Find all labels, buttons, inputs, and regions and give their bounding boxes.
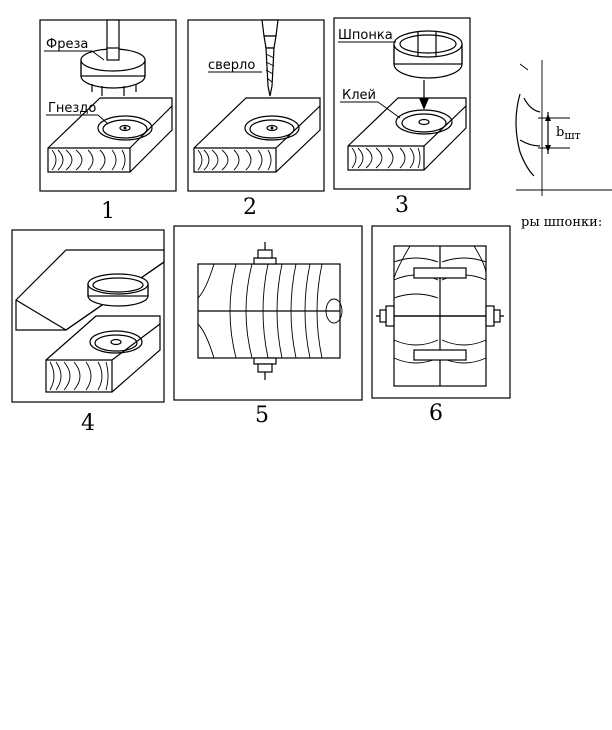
side-detail-fragment: bшт ры шпонки: bbox=[515, 60, 612, 230]
step-number-2: 2 bbox=[243, 195, 257, 220]
label-socket: Гнездо bbox=[48, 101, 96, 116]
side-dimension-label: bшт bbox=[556, 125, 581, 142]
side-dimension-letter: b bbox=[556, 125, 564, 140]
panel-1-milling: Фреза Гнездо bbox=[39, 19, 177, 192]
step-number-5: 5 bbox=[255, 403, 269, 428]
step-number-6: 6 bbox=[429, 401, 443, 426]
step-number-3: 3 bbox=[395, 193, 409, 218]
label-glue: Клей bbox=[342, 88, 376, 103]
side-caption: ры шпонки: bbox=[521, 215, 602, 230]
label-mill: Фреза bbox=[46, 37, 88, 52]
panel-2-drilling: сверло bbox=[187, 19, 325, 192]
panel-6-glued-assembly bbox=[371, 225, 511, 399]
label-dowel: Шпонка bbox=[338, 28, 393, 43]
label-drill: сверло bbox=[208, 58, 255, 73]
step-number-1: 1 bbox=[101, 199, 115, 224]
panel-3-gluing: Шпонка Клей bbox=[333, 17, 471, 190]
side-dimension-subscript: шт bbox=[564, 129, 580, 142]
step-number-4: 4 bbox=[81, 411, 95, 436]
panel-4-assembly bbox=[11, 229, 165, 403]
panel-5-clamping bbox=[173, 225, 363, 401]
